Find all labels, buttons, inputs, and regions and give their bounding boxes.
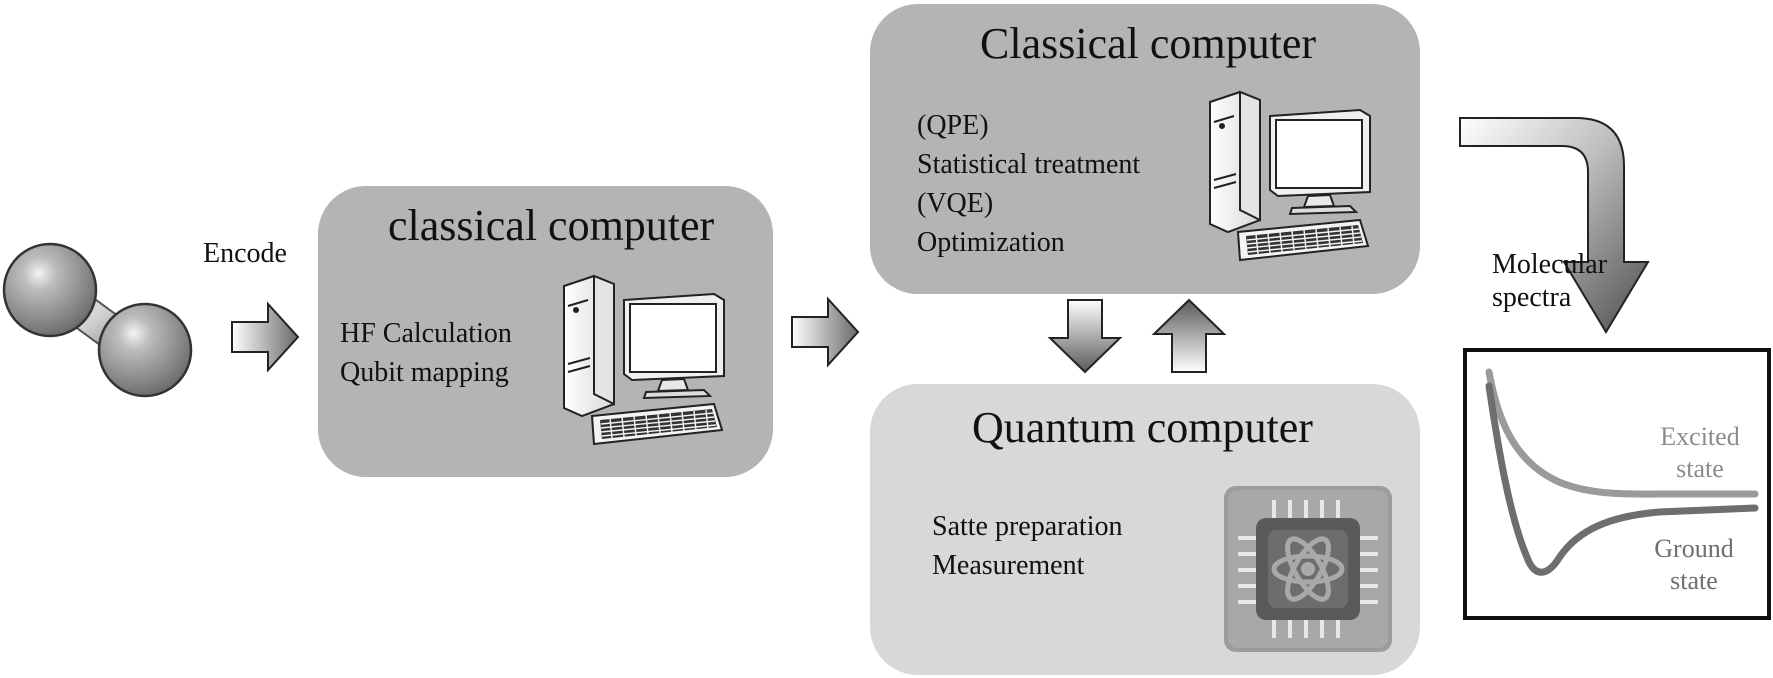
up-arrow-icon: [1151, 298, 1227, 373]
panel-2-line-4: Optimization: [917, 227, 1065, 258]
desktop-computer-icon: [563, 274, 725, 446]
energy-curves: [1485, 368, 1759, 576]
quantum-chip-icon: [1224, 486, 1392, 652]
desktop-computer-icon: [1209, 90, 1371, 262]
ground-state-label-2: state: [1670, 566, 1718, 595]
panel-2-line-2: Statistical treatment: [917, 149, 1141, 180]
diatomic-molecule-icon: [2, 242, 193, 398]
spectra-arrow-icon: [1459, 117, 1650, 334]
panel-1-title: classical computer: [388, 201, 715, 250]
molecular-spectra-label-1: Molecular: [1492, 249, 1608, 280]
panel-1-line-1: HF Calculation: [340, 318, 512, 349]
panel-2-line-3: (VQE): [917, 188, 994, 219]
panel-2-line-1: (QPE): [917, 110, 989, 141]
encode-label: Encode: [203, 238, 287, 269]
quantum-line-2: Measurement: [932, 550, 1085, 581]
excited-state-label-1: Excited: [1660, 422, 1740, 451]
excited-state-label-2: state: [1676, 454, 1724, 483]
down-arrow-icon: [1047, 299, 1123, 374]
encode-arrow-icon: [231, 301, 300, 373]
molecular-spectra-label-2: spectra: [1492, 282, 1572, 313]
ground-state-curve: [1485, 382, 1759, 576]
excited-state-curve: [1485, 368, 1759, 498]
to-classical-arrow-icon: [791, 296, 860, 368]
panel-2-title: Classical computer: [980, 19, 1317, 68]
spectra-box: [1463, 348, 1771, 620]
quantum-panel-title: Quantum computer: [972, 403, 1313, 452]
quantum-line-1: Satte preparation: [932, 511, 1123, 542]
panel-1-line-2: Qubit mapping: [340, 357, 509, 388]
ground-state-label-1: Ground: [1654, 534, 1734, 563]
